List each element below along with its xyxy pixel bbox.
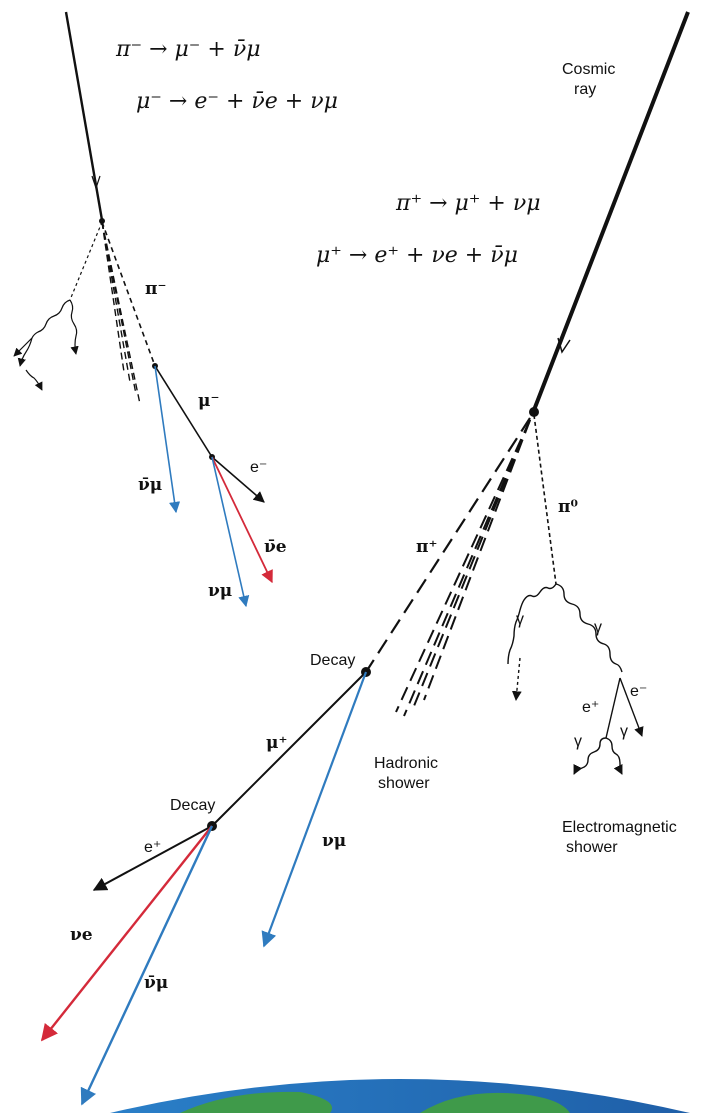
negative-pion-em-branch	[13, 221, 103, 391]
negative-pion-hadrons	[101, 221, 141, 405]
e-minus-em-label: e⁻	[630, 683, 647, 700]
e-minus-left-track	[211, 456, 265, 503]
electromagnetic-shower-label-line1: Electromagnetic	[562, 819, 677, 836]
decay-lower-label: Decay	[170, 797, 215, 814]
equation-positive-pion: π⁺ → μ⁺ + νμ	[395, 191, 541, 216]
nubar-mu-left-label: ν̄μ	[138, 475, 162, 495]
earth-icon	[110, 1079, 690, 1113]
pi-minus-track	[101, 221, 156, 367]
mu-minus-label: μ⁻	[198, 391, 219, 411]
e-minus-left-label: e⁻	[250, 459, 267, 476]
e-plus-em-label: e⁺	[582, 699, 599, 716]
decay-upper-label: Decay	[310, 652, 355, 669]
nu-mu-left-track	[211, 456, 250, 608]
mu-minus-track	[154, 365, 213, 458]
pi-plus-label: π⁺	[416, 537, 437, 557]
cosmic-ray-label-line2: ray	[574, 81, 596, 98]
pi-plus-track	[365, 417, 531, 673]
nubar-e-left-track	[211, 456, 273, 584]
hadronic-shower-label-line2: shower	[378, 775, 430, 792]
equation-positive-muon: μ⁺ → e⁺ + νe + ν̄μ	[316, 243, 518, 268]
nu-mu-right-label: νμ	[322, 831, 346, 851]
pi-zero-label: π⁰	[558, 497, 578, 517]
nu-mu-left-label: νμ	[208, 581, 232, 601]
gamma-label-3: γ	[574, 733, 582, 750]
nubar-mu-left-track	[154, 365, 181, 514]
e-plus-main-label: e⁺	[144, 839, 161, 856]
nu-e-label: νe	[70, 925, 93, 945]
mu-plus-track	[211, 671, 367, 827]
gamma-label-1: γ	[516, 611, 524, 628]
mu-plus-label: μ⁺	[266, 733, 287, 753]
hadronic-shower-lines	[395, 419, 531, 717]
electromagnetic-shower	[507, 583, 644, 775]
equation-negative-muon: μ⁻ → e⁻ + ν̄e + νμ	[136, 89, 338, 114]
nubar-e-left-label: ν̄e	[264, 537, 287, 557]
negative-pion-primary-track	[64, 11, 105, 224]
e-plus-track	[92, 825, 213, 891]
equation-negative-pion: π⁻ → μ⁻ + ν̄μ	[115, 37, 261, 62]
nubar-mu-bottom-track	[80, 825, 214, 1106]
gamma-label-4: γ	[620, 723, 628, 740]
hadronic-shower-label-line1: Hadronic	[374, 755, 438, 772]
pi-minus-label: π⁻	[145, 279, 166, 299]
nu-e-track	[40, 825, 213, 1042]
cosmic-ray-label-line1: Cosmic	[562, 61, 615, 78]
gamma-label-2: γ	[594, 619, 602, 636]
nu-mu-right-track	[261, 671, 368, 948]
electromagnetic-shower-label-line2: shower	[566, 839, 618, 856]
cosmic-ray-track	[529, 11, 690, 417]
nubar-mu-bottom-label: ν̄μ	[144, 973, 168, 993]
pi-zero-track	[533, 414, 557, 585]
